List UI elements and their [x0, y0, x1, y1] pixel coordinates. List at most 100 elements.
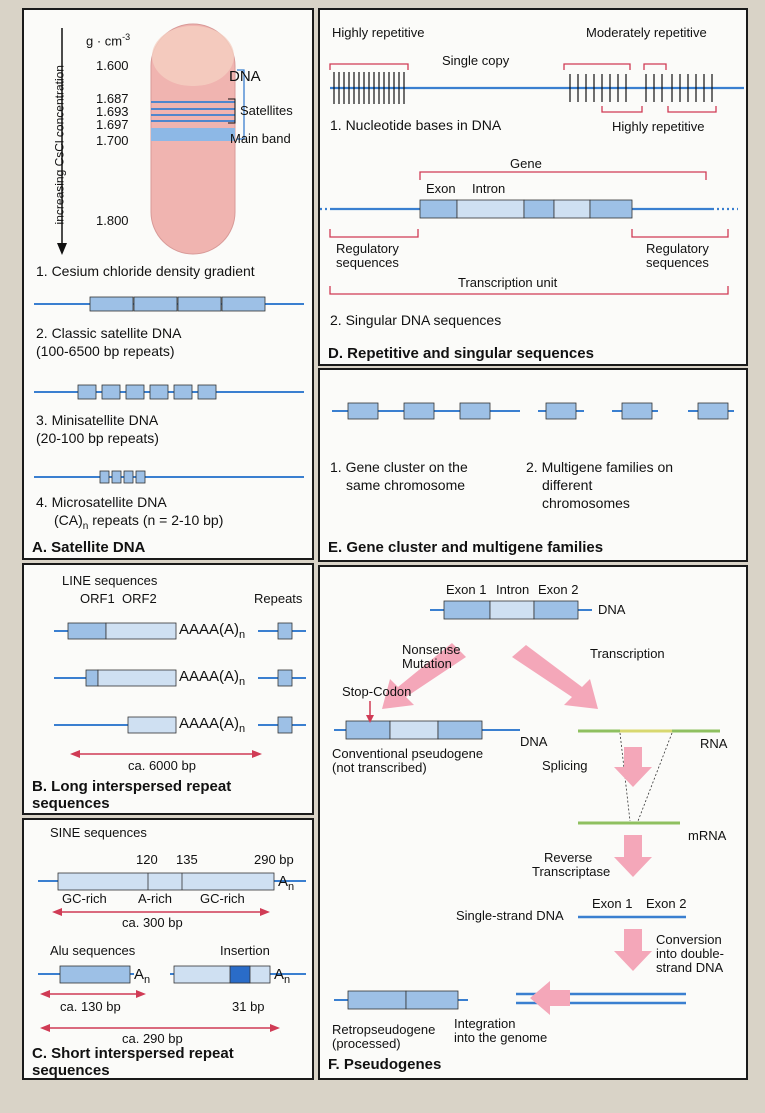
cscl-axis-label: increasing CsCl concentration — [52, 65, 67, 225]
panel-a-item-2b: (100-6500 bp repeats) — [36, 343, 175, 359]
conversion-label-2: into double- — [656, 946, 724, 961]
sine-diagram — [38, 872, 306, 891]
satellites-label: Satellites — [240, 103, 293, 118]
highly-repetitive-ticks-1 — [333, 72, 405, 104]
cscl-axis-arrowhead — [57, 243, 67, 255]
panel-b-title-2: sequences — [32, 795, 110, 812]
conventional-label-2: (not transcribed) — [332, 760, 427, 775]
conversion-label-3: strand DNA — [656, 960, 724, 975]
exon2-label: Exon 2 — [538, 582, 579, 597]
transcription-unit-bracket — [329, 286, 729, 295]
microsatellite-diagram — [34, 470, 304, 484]
panel-d-item-1: 1. Nucleotide bases in DNA — [330, 117, 502, 133]
line-element-2 — [54, 669, 306, 687]
density-1697: 1.697 — [96, 117, 129, 132]
gene-structure — [419, 199, 633, 219]
panel-e-graphics — [332, 402, 734, 420]
polya-3: AAAA(A)n — [179, 715, 246, 735]
single-copy-label: Single copy — [442, 53, 510, 68]
line-element-3 — [54, 716, 306, 734]
pos-135: 135 — [176, 852, 198, 867]
panel-c: SINE sequences 120 135 290 bp An GC-rich… — [22, 818, 314, 1080]
panel-b: LINE sequences ORF1 ORF2 Repeats AAAA(A)… — [22, 563, 314, 815]
classic-satellite-diagram — [34, 296, 304, 312]
panel-a-item-1: 1. Cesium chloride density gradient — [36, 263, 255, 279]
panel-d: Highly repetitive Moderately repetitive … — [318, 8, 748, 366]
regulatory-left-2: sequences — [336, 255, 399, 270]
regulatory-right-2: sequences — [646, 255, 709, 270]
panel-f-graphics — [334, 600, 720, 1015]
panel-f: Exon 1 Intron Exon 2 DNA Nonsense Mutati… — [318, 565, 748, 1080]
multigene-family-diagram — [538, 402, 734, 420]
size-130-label: ca. 130 bp — [60, 999, 121, 1014]
size-290-label: ca. 290 bp — [122, 1031, 183, 1046]
regulatory-right-1: Regulatory — [646, 241, 709, 256]
nonsense-mutation-arrow — [382, 643, 466, 709]
panel-e-title: E. Gene cluster and multigene families — [328, 539, 604, 556]
dna-bracket — [237, 69, 245, 140]
highly-repetitive-label-1: Highly repetitive — [332, 25, 425, 40]
ss-exon2-label: Exon 2 — [646, 896, 687, 911]
alu-sequences-label: Alu sequences — [50, 943, 136, 958]
gene-with-intron — [430, 600, 592, 620]
satellite-bands — [151, 101, 235, 122]
density-1687: 1.687 — [96, 91, 129, 106]
retro-label-2: (processed) — [332, 1036, 401, 1051]
integration-arrow — [530, 981, 570, 1015]
dna-label-pseudo: DNA — [520, 734, 548, 749]
panel-c-title-1: C. Short interspersed repeat — [32, 1045, 234, 1062]
repetitive-brackets — [329, 63, 717, 113]
conversion-label-1: Conversion — [656, 932, 722, 947]
density-1800: 1.800 — [96, 213, 129, 228]
nonsense-label-2: Mutation — [402, 656, 452, 671]
polya-2: AAAA(A)n — [179, 668, 246, 688]
gene-bracket — [419, 171, 707, 180]
size-arrow-300 — [52, 908, 270, 916]
integration-label-1: Integration — [454, 1016, 516, 1031]
repeats-label: Repeats — [254, 591, 303, 606]
integration-label-2: into the genome — [454, 1030, 548, 1045]
main-band — [151, 128, 235, 141]
panel-b-title-1: B. Long interspersed repeat — [32, 778, 232, 795]
splicing-label: Splicing — [542, 758, 588, 773]
retro-label-1: Retropseudogene — [332, 1022, 436, 1037]
size-6000-label: ca. 6000 bp — [128, 758, 196, 773]
line-sequences-label: LINE sequences — [62, 573, 158, 588]
exon1-label: Exon 1 — [446, 582, 487, 597]
single-strand-label: Single-strand DNA — [456, 908, 564, 923]
alu-an-1: An — [134, 966, 151, 986]
exon-label: Exon — [426, 181, 456, 196]
minisatellite-diagram — [34, 384, 304, 400]
gc-rich-1: GC-rich — [62, 891, 107, 906]
panel-d-title: D. Repetitive and singular sequences — [328, 345, 594, 362]
ss-exon1-label: Exon 1 — [592, 896, 633, 911]
density-1600: 1.600 — [96, 58, 129, 73]
conventional-pseudogene — [334, 701, 520, 740]
regulatory-left-1: Regulatory — [336, 241, 399, 256]
conversion-arrow — [614, 929, 652, 971]
transcription-label: Transcription — [590, 646, 665, 661]
panel-e-item-2a: 2. Multigene families on — [526, 459, 674, 475]
size-arrow-290 — [40, 1024, 280, 1032]
pre-mrna — [578, 729, 720, 822]
regulatory-bracket-right — [631, 229, 729, 238]
panel-a-item-2a: 2. Classic satellite DNA — [36, 325, 182, 341]
panel-e-item-1a: 1. Gene cluster on the — [330, 459, 468, 475]
conventional-label-1: Conventional pseudogene — [332, 746, 484, 761]
panel-b-graphics — [54, 622, 306, 758]
tube-top-shade — [152, 26, 234, 86]
retropseudogene — [334, 990, 468, 1010]
orf2-label: ORF2 — [122, 591, 157, 606]
density-1700: 1.700 — [96, 133, 129, 148]
panel-c-graphics — [38, 872, 306, 1032]
gene-label: Gene — [510, 156, 542, 171]
polya-1: AAAA(A)n — [179, 621, 246, 641]
panel-c-title-2: sequences — [32, 1062, 110, 1079]
moderately-repetitive-label: Moderately repetitive — [586, 25, 707, 40]
dna-label-top: DNA — [598, 602, 626, 617]
sine-sequences-label: SINE sequences — [50, 825, 147, 840]
size-arrow-130 — [40, 990, 146, 998]
panel-d-item-2: 2. Singular DNA sequences — [330, 312, 502, 328]
density-1693: 1.693 — [96, 104, 129, 119]
moderately-repetitive-ticks — [569, 74, 713, 102]
